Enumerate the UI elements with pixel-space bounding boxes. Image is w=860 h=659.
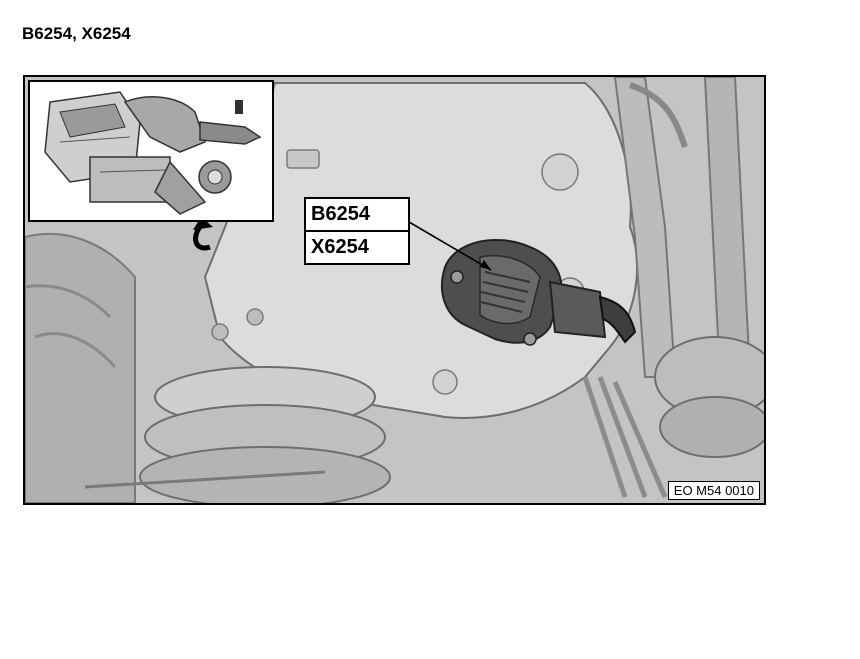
- figure-code: EO M54 0010: [667, 481, 760, 500]
- connector-label: X6254: [306, 230, 408, 263]
- sensor-label: B6254: [311, 203, 370, 225]
- engine-overview-drawing: [30, 82, 272, 220]
- engine-overview-inset: [28, 80, 274, 222]
- component-callout: B6254 X6254: [304, 197, 410, 265]
- engine-illustration: B6254 X6254 EO M54 0010: [23, 75, 766, 505]
- page-title: B6254, X6254: [22, 24, 131, 43]
- sensor-part: [440, 239, 637, 346]
- engine-drawing: [25, 77, 764, 503]
